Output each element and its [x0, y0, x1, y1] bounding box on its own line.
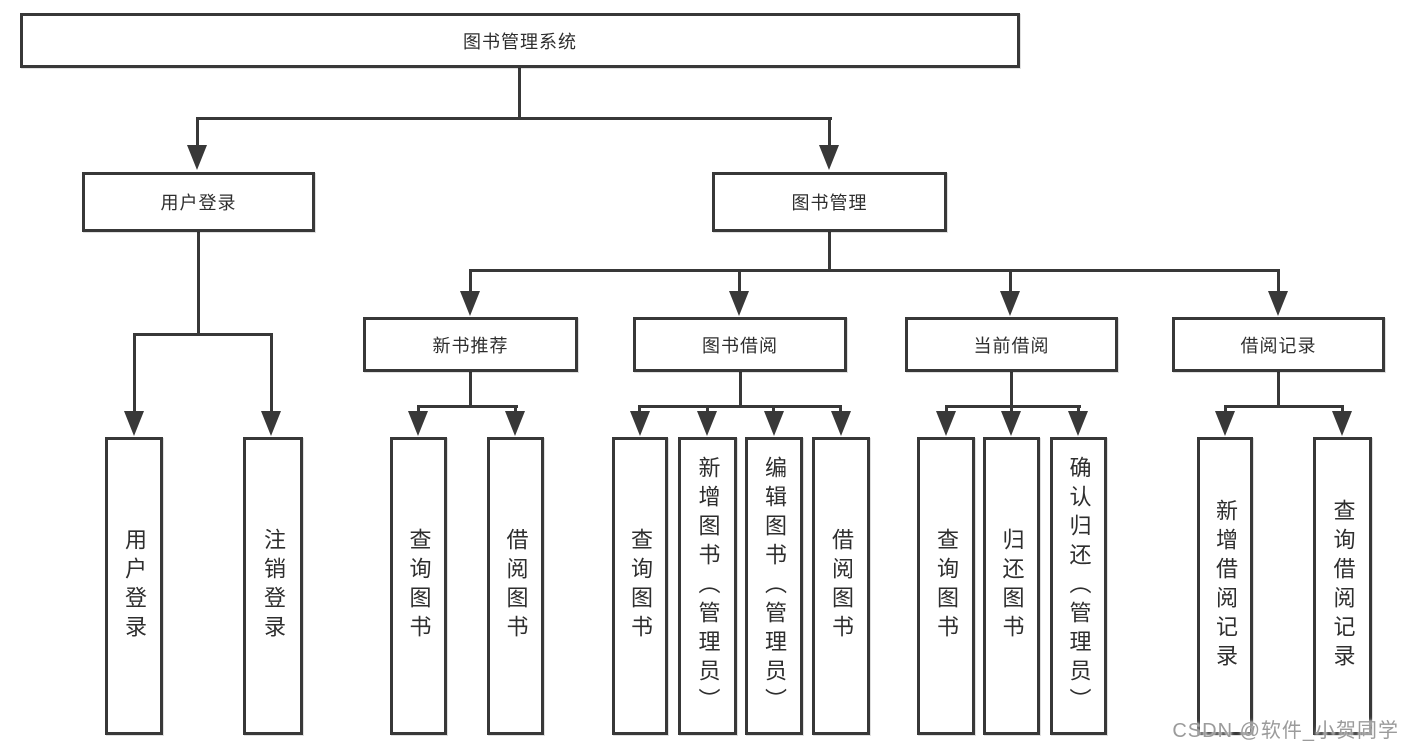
connector-line: [706, 405, 709, 414]
node-book-management: 图书管理: [712, 172, 947, 232]
connector-line: [638, 405, 842, 408]
leaf-user-login: 用户登录: [105, 437, 163, 735]
connector-line: [1277, 370, 1280, 408]
leaf-label: 注销登录: [261, 528, 286, 644]
leaf-label: 新增借阅记录: [1213, 499, 1238, 673]
arrowhead-down-icon: [505, 411, 525, 436]
connector-line: [417, 405, 420, 414]
arrowhead-down-icon: [697, 411, 717, 436]
leaf-confirm-return-admin: 确认归还（管理员）: [1050, 437, 1107, 735]
connector-line: [270, 333, 273, 412]
connector-line: [945, 405, 1081, 408]
leaf-label: 查询图书: [406, 528, 432, 644]
connector-line: [828, 230, 831, 272]
arrowhead-down-icon: [460, 291, 480, 316]
leaf-borrow-books-recommend: 借阅图书: [487, 437, 544, 735]
connector-line: [469, 370, 472, 408]
leaf-label: 查询图书: [934, 528, 959, 644]
arrowhead-down-icon: [819, 145, 839, 170]
arrowhead-down-icon: [1268, 291, 1288, 316]
connector-line: [828, 117, 831, 146]
leaf-query-books-borrowing: 查询图书: [612, 437, 668, 735]
leaf-label: 查询借阅记录: [1330, 499, 1356, 673]
arrowhead-down-icon: [124, 411, 144, 436]
connector-line: [1009, 269, 1012, 292]
leaf-add-borrow-record: 新增借阅记录: [1197, 437, 1253, 735]
leaf-query-books-recommend: 查询图书: [390, 437, 447, 735]
connector-line: [1224, 405, 1344, 408]
leaf-label: 归还图书: [999, 528, 1025, 644]
leaf-logout: 注销登录: [243, 437, 303, 735]
connector-line: [1224, 405, 1227, 414]
connector-line: [1010, 370, 1013, 408]
arrowhead-down-icon: [408, 411, 428, 436]
connector-line: [945, 405, 948, 414]
leaf-query-borrow-record: 查询借阅记录: [1313, 437, 1372, 735]
connector-line: [417, 405, 518, 408]
arrowhead-down-icon: [1332, 411, 1352, 436]
connector-line: [133, 333, 136, 412]
node-library-management-system: 图书管理系统: [20, 13, 1020, 68]
connector-line: [196, 117, 832, 120]
arrowhead-down-icon: [1000, 291, 1020, 316]
connector-line: [196, 117, 199, 146]
leaf-query-books-current: 查询图书: [917, 437, 975, 735]
leaf-borrow-books-borrowing: 借阅图书: [812, 437, 870, 735]
leaf-add-book-admin: 新增图书（管理员）: [678, 437, 737, 735]
leaf-label: 新增图书（管理员）: [695, 455, 721, 717]
arrowhead-down-icon: [630, 411, 650, 436]
leaf-return-books: 归还图书: [983, 437, 1040, 735]
arrowhead-down-icon: [1001, 411, 1021, 436]
connector-line: [738, 269, 741, 292]
connector-line: [469, 269, 1280, 272]
node-new-book-recommendation: 新书推荐: [363, 317, 578, 372]
leaf-label: 借阅图书: [503, 528, 529, 644]
leaf-label: 用户登录: [122, 528, 147, 644]
csdn-watermark: CSDN @软件_小贺同学: [1172, 720, 1399, 742]
leaf-label: 编辑图书（管理员）: [762, 455, 787, 717]
node-borrowing-records: 借阅记录: [1172, 317, 1385, 372]
connector-line: [739, 370, 742, 408]
leaf-label: 查询图书: [628, 528, 653, 644]
connector-line: [638, 405, 641, 414]
connector-line: [197, 230, 200, 336]
connector-line: [1077, 405, 1080, 414]
arrowhead-down-icon: [764, 411, 784, 436]
arrowhead-down-icon: [261, 411, 281, 436]
arrowhead-down-icon: [1215, 411, 1235, 436]
node-user-login: 用户登录: [82, 172, 315, 232]
connector-line: [469, 269, 472, 292]
arrowhead-down-icon: [936, 411, 956, 436]
connector-line: [772, 405, 775, 414]
leaf-edit-book-admin: 编辑图书（管理员）: [745, 437, 803, 735]
arrowhead-down-icon: [831, 411, 851, 436]
leaf-label: 借阅图书: [829, 528, 854, 644]
connector-line: [1277, 269, 1280, 292]
arrowhead-down-icon: [187, 145, 207, 170]
connector-line: [514, 405, 517, 414]
connector-line: [1341, 405, 1344, 414]
connector-line: [518, 66, 521, 120]
leaf-label: 确认归还（管理员）: [1066, 455, 1092, 717]
connector-line: [1010, 405, 1013, 414]
arrowhead-down-icon: [1068, 411, 1088, 436]
node-book-borrowing: 图书借阅: [633, 317, 847, 372]
arrowhead-down-icon: [729, 291, 749, 316]
connector-line: [133, 333, 273, 336]
node-current-borrowing: 当前借阅: [905, 317, 1118, 372]
connector-line: [839, 405, 842, 414]
